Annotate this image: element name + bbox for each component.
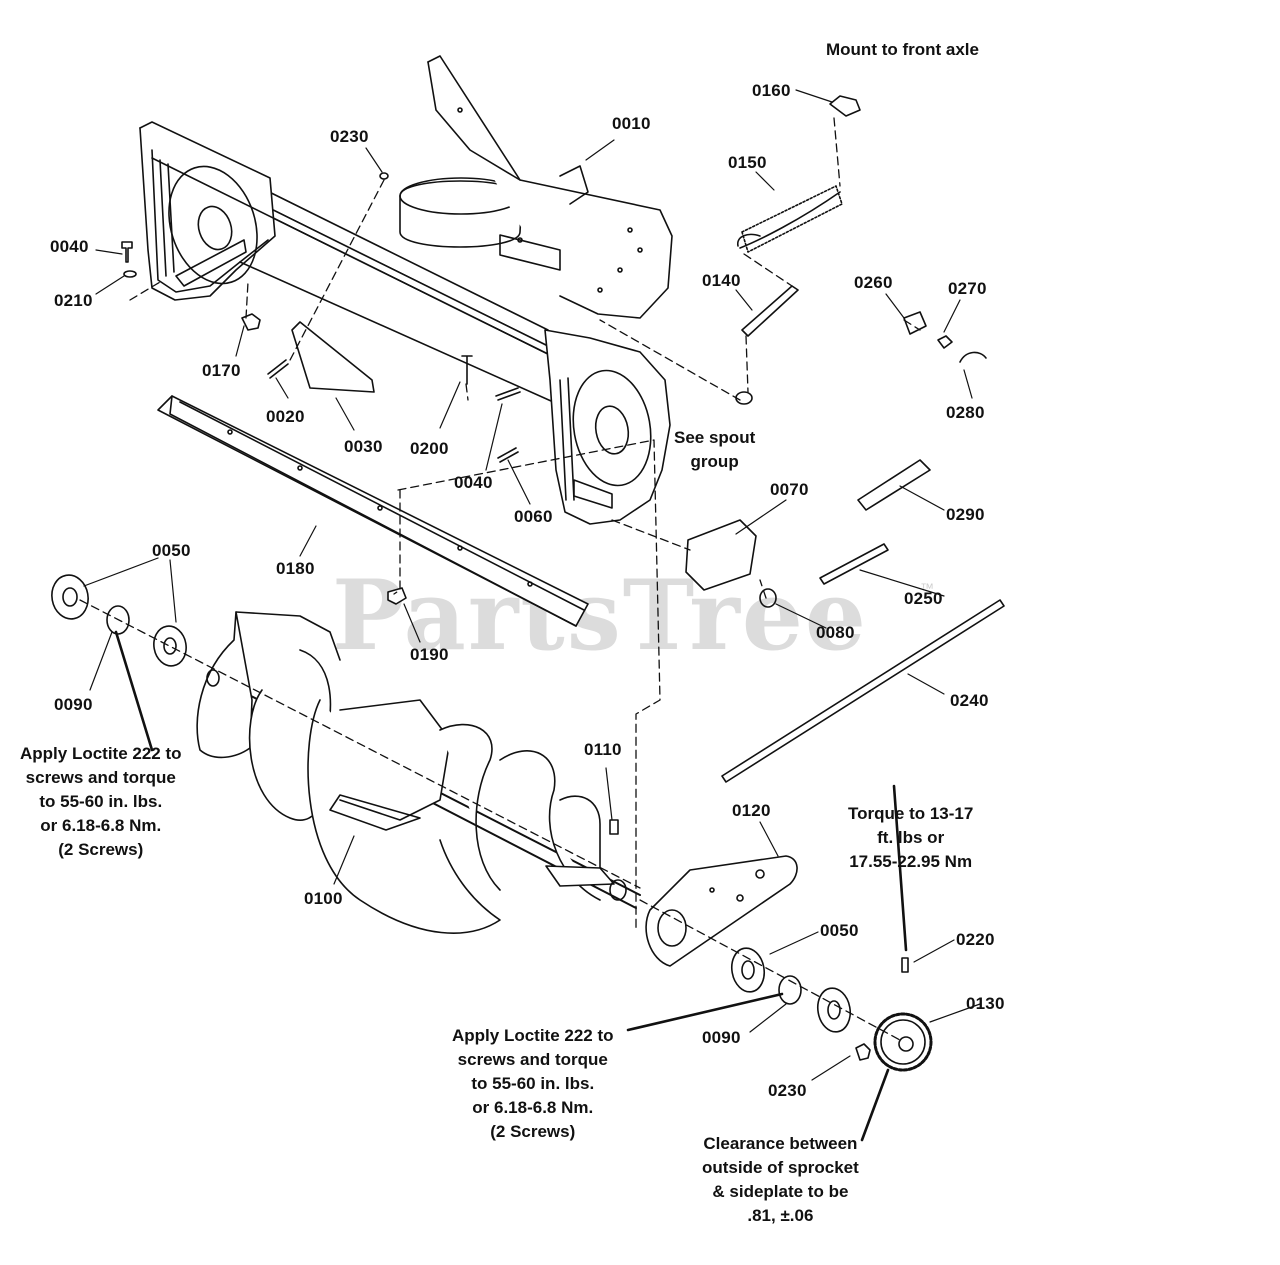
scraper-bar <box>157 395 589 627</box>
linkage-parts <box>685 95 1005 783</box>
callout-0050: 0050 <box>152 541 191 560</box>
auger-assembly <box>196 611 641 934</box>
sprocket <box>873 957 933 1072</box>
right-bearing-stack <box>730 947 871 1061</box>
callout-0120: 0120 <box>732 801 771 820</box>
callout-0210: 0210 <box>54 291 93 310</box>
callout-0180: 0180 <box>276 559 315 578</box>
callout-0070: 0070 <box>770 480 809 499</box>
callout-0230: 0230 <box>330 127 369 146</box>
callout-0250: 0250 <box>904 589 943 608</box>
leader-lines <box>83 89 981 1081</box>
left-bearing-stack <box>51 574 187 667</box>
callout-0040: 0040 <box>454 473 493 492</box>
callout-0110: 0110 <box>584 740 622 759</box>
callout-0010: 0010 <box>612 114 651 133</box>
callout-0040: 0040 <box>50 237 89 256</box>
callout-0030: 0030 <box>344 437 383 456</box>
callout-0090: 0090 <box>54 695 93 714</box>
watermark: PartsTree <box>332 559 868 672</box>
callout-0100: 0100 <box>304 889 343 908</box>
note-see-spout-group: See spout group <box>674 428 756 471</box>
callout-0020: 0020 <box>266 407 305 426</box>
note-sprocket-clearance: Clearance between outside of sprocket & … <box>702 1134 859 1225</box>
callout-0130: 0130 <box>966 994 1005 1013</box>
side-plate <box>645 855 798 967</box>
auger-housing <box>139 55 673 525</box>
note-pointers <box>114 630 908 1142</box>
note-loctite-right: Apply Loctite 222 to screws and torque t… <box>452 1026 614 1141</box>
callout-0090: 0090 <box>702 1028 741 1047</box>
callout-0200: 0200 <box>410 439 449 458</box>
note-mount-front-axle: Mount to front axle <box>826 40 979 59</box>
callout-0160: 0160 <box>752 81 791 100</box>
shave-plate <box>291 321 375 393</box>
callout-0170: 0170 <box>202 361 241 380</box>
reference-lines <box>79 117 921 1041</box>
callout-0060: 0060 <box>514 507 553 526</box>
note-torque-sprocket: Torque to 13-17 ft. lbs or 17.55-22.95 N… <box>848 804 974 871</box>
hardware <box>121 172 619 835</box>
callout-0260: 0260 <box>854 273 893 292</box>
callout-0140: 0140 <box>702 271 741 290</box>
callout-0080: 0080 <box>816 623 855 642</box>
callout-0190: 0190 <box>410 645 449 664</box>
callout-0240: 0240 <box>950 691 989 710</box>
callout-0220: 0220 <box>956 930 995 949</box>
callout-0230: 0230 <box>768 1081 807 1100</box>
callout-0290: 0290 <box>946 505 985 524</box>
callout-0150: 0150 <box>728 153 767 172</box>
note-loctite-left: Apply Loctite 222 to screws and torque t… <box>20 744 182 859</box>
callout-0280: 0280 <box>946 403 985 422</box>
callout-0270: 0270 <box>948 279 987 298</box>
callout-0050: 0050 <box>820 921 859 940</box>
